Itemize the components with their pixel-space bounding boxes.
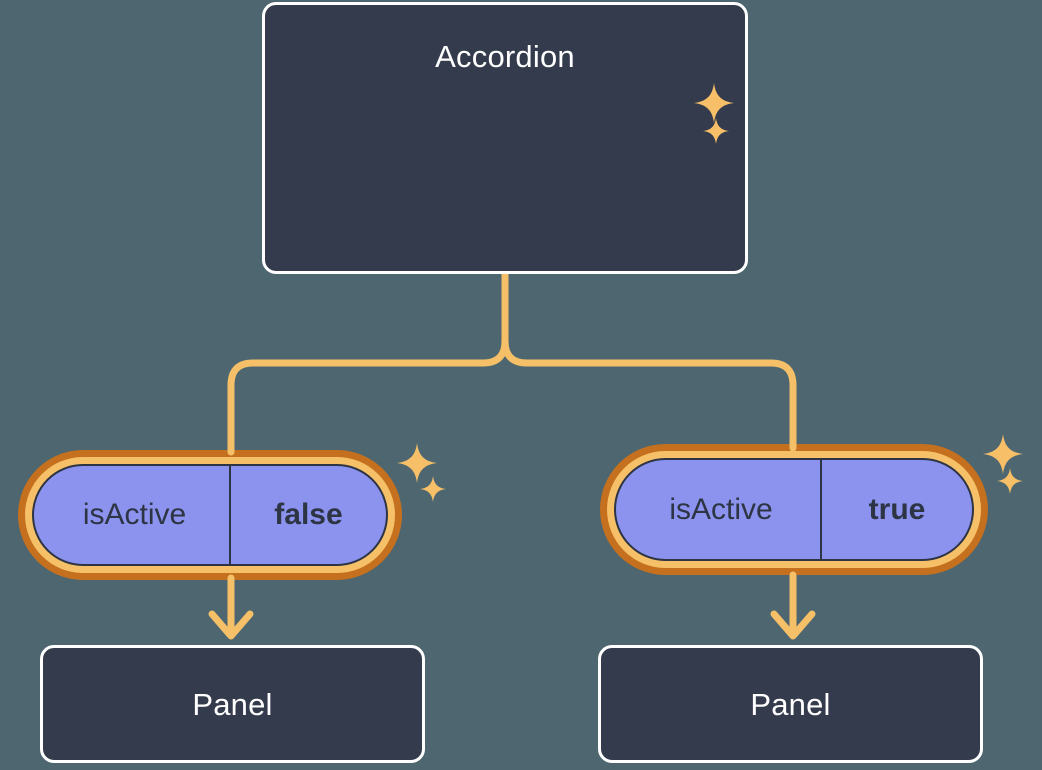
state-pill-ring: isActive false — [25, 457, 395, 573]
accordion-title: Accordion — [435, 39, 575, 74]
state-value-label: true — [868, 492, 926, 526]
panel-card-right[interactable]: Panel — [598, 645, 983, 763]
state-value-label: false — [274, 498, 343, 531]
sparkle-four-point-icon — [397, 443, 437, 483]
arrow-down-icon-right — [770, 571, 816, 640]
state-key-label: isActive — [34, 466, 231, 564]
panel-card-left[interactable]: Panel — [40, 645, 425, 763]
state-pill-ring: isActive true — [607, 451, 981, 568]
accordion-component-card[interactable]: Accordion — [262, 2, 748, 274]
state-pill-body: isActive false — [32, 464, 388, 566]
state-pill-is-active-left[interactable]: isActive false — [18, 450, 402, 580]
arrow-down-icon-left — [208, 574, 254, 640]
panel-title: Panel — [750, 686, 831, 722]
panel-title: Panel — [192, 686, 273, 722]
sparkle-four-point-icon — [983, 434, 1023, 474]
state-pill-is-active-right[interactable]: isActive true — [600, 444, 988, 575]
state-key-label: isActive — [616, 460, 822, 559]
connector-branch-right — [501, 337, 797, 452]
sparkle-four-point-small-icon — [997, 468, 1023, 494]
state-pill-body: isActive true — [614, 458, 974, 561]
sparkle-four-point-small-icon — [420, 476, 446, 502]
connector-branch-left — [227, 337, 509, 456]
